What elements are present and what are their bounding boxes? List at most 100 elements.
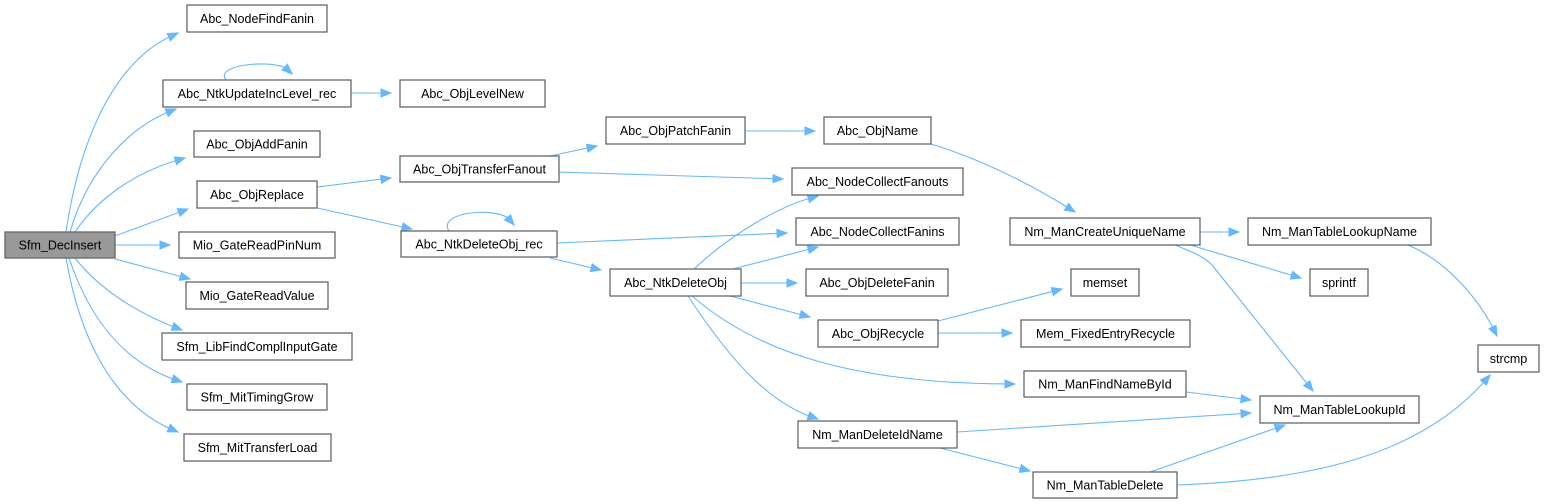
node-abc-ntkdeleteobj[interactable]: Abc_NtkDeleteObj <box>609 268 742 297</box>
node-label: Abc_NtkUpdateIncLevel_rec <box>178 87 336 101</box>
arrowhead-icon <box>1289 270 1303 280</box>
edge-abc-objtransferfanout-to-abc-nodecollectfanouts <box>558 171 785 184</box>
node-mio-gatereadvalue[interactable]: Mio_GateReadValue <box>185 281 329 310</box>
node-label: Abc_ObjPatchFanin <box>620 124 731 138</box>
node-nm-mantablelookupname[interactable]: Nm_ManTableLookupName <box>1247 217 1432 246</box>
node-abc-nodecollectfanins[interactable]: Abc_NodeCollectFanins <box>795 217 960 246</box>
edge-abc-ntkdeleteobj-rec-to-abc-ntkdeleteobj <box>549 257 603 273</box>
node-sprintf[interactable]: sprintf <box>1309 268 1369 297</box>
arrowhead-icon <box>1050 287 1064 297</box>
arrowhead-icon <box>1018 463 1032 473</box>
arrowhead-icon <box>173 156 187 166</box>
edge-line <box>939 447 1031 472</box>
edge-line <box>316 177 392 188</box>
edge-abc-objrecycle-to-memset <box>937 287 1064 322</box>
node-label: Abc_NodeCollectFanins <box>810 225 944 239</box>
arrowhead-icon <box>804 126 817 136</box>
node-abc-objname[interactable]: Abc_ObjName <box>823 116 932 145</box>
node-label: Abc_ObjDeleteFanin <box>819 276 934 290</box>
node-memset[interactable]: memset <box>1070 268 1140 297</box>
edge-abc-objreplace-to-abc-objtransferfanout <box>316 174 393 188</box>
node-sfm-libfindcomplinputgate[interactable]: Sfm_LibFindComplInputGate <box>161 332 353 361</box>
edge-abc-objrecycle-to-mem-fixedentryrecycle <box>938 328 1014 338</box>
node-abc-objaddfanin[interactable]: Abc_ObjAddFanin <box>193 130 321 158</box>
edge-nm-mancreateuniquename-to-nm-mantablelookupid <box>1174 244 1314 393</box>
node-label: Abc_ObjReplace <box>210 188 304 202</box>
arrowhead-icon <box>164 108 178 118</box>
node-label: Sfm_LibFindComplInputGate <box>176 340 337 354</box>
edge-line <box>74 157 186 233</box>
node-abc-objdeletefanin[interactable]: Abc_ObjDeleteFanin <box>805 268 949 297</box>
edge-line <box>1149 424 1286 473</box>
arrowhead-icon <box>380 88 393 98</box>
node-label: Nm_ManDeleteIdName <box>812 428 943 442</box>
node-abc-objlevelnew[interactable]: Abc_ObjLevelNew <box>399 79 546 108</box>
edge-abc-ntkdeleteobj-to-abc-objdeletefanin <box>741 278 799 288</box>
edge-abc-objtransferfanout-to-abc-objpatchfanin <box>549 143 599 157</box>
node-nm-manfindnamebyid[interactable]: Nm_ManFindNameById <box>1023 370 1187 398</box>
arrowhead-icon <box>772 173 785 184</box>
edge-abc-ntkdeleteobj-to-nm-manfindnamebyid <box>691 295 1017 389</box>
arrowhead-icon <box>1228 227 1241 237</box>
node-label: Nm_ManFindNameById <box>1038 378 1171 392</box>
node-strcmp[interactable]: strcmp <box>1477 344 1540 373</box>
edge-sfm-decinsert-to-sfm-mittransferload <box>65 257 180 433</box>
arrowhead-icon <box>776 228 789 239</box>
edge-abc-ntkupdateinclevel-rec-to-abc-ntkupdateinclevel-rec <box>223 63 293 81</box>
edge-line <box>691 295 1016 385</box>
node-mem-fixedentryrecycle[interactable]: Mem_FixedEntryRecycle <box>1020 319 1191 348</box>
node-nm-mandeleteidname[interactable]: Nm_ManDeleteIdName <box>797 420 958 449</box>
edge-line <box>68 257 183 383</box>
node-abc-objrecycle[interactable]: Abc_ObjRecycle <box>817 319 939 348</box>
edge-nm-mantabledelete-to-strcmp <box>1176 373 1491 486</box>
edge-abc-ntkdeleteobj-to-nm-mandeleteidname <box>687 295 820 421</box>
edge-line <box>65 32 179 233</box>
node-label: Mem_FixedEntryRecycle <box>1036 327 1175 341</box>
node-abc-objreplace[interactable]: Abc_ObjReplace <box>196 180 318 209</box>
node-label: sprintf <box>1322 276 1357 290</box>
node-mio-gatereadpinnum[interactable]: Mio_GateReadPinNum <box>178 231 336 259</box>
node-label: Abc_NodeCollectFanouts <box>807 175 949 189</box>
node-label: Abc_ObjAddFanin <box>206 138 308 152</box>
node-abc-objpatchfanin[interactable]: Abc_ObjPatchFanin <box>605 116 746 145</box>
node-label: Abc_ObjRecycle <box>832 327 924 341</box>
node-nm-mantabledelete[interactable]: Nm_ManTableDelete <box>1032 471 1178 499</box>
edge-line <box>1176 374 1491 486</box>
arrowhead-icon <box>806 411 820 421</box>
node-abc-objtransferfanout[interactable]: Abc_ObjTransferFanout <box>399 155 560 183</box>
edge-line <box>687 295 819 420</box>
arrowhead-icon <box>178 271 192 281</box>
node-abc-nodefindfanin[interactable]: Abc_NodeFindFanin <box>186 4 328 33</box>
arrowhead-icon <box>1479 373 1491 387</box>
node-sfm-decinsert[interactable]: Sfm_DecInsert <box>4 231 116 259</box>
node-label: Nm_ManTableLookupId <box>1273 403 1405 417</box>
node-label: Mio_GateReadPinNum <box>193 239 322 253</box>
node-abc-ntkupdateinclevel-rec[interactable]: Abc_NtkUpdateIncLevel_rec <box>162 79 352 108</box>
node-label: Sfm_DecInsert <box>19 239 102 253</box>
node-nm-mantablelookupid[interactable]: Nm_ManTableLookupId <box>1259 395 1420 424</box>
node-label: Mio_GateReadValue <box>199 289 314 303</box>
node-nm-mancreateuniquename[interactable]: Nm_ManCreateUniqueName <box>1009 217 1201 246</box>
edge-line <box>65 257 179 433</box>
node-label: Abc_NtkDeleteObj <box>624 276 727 290</box>
edge-line <box>732 246 819 270</box>
node-sfm-mittiminggrow[interactable]: Sfm_MitTimingGrow <box>186 383 328 411</box>
arrowhead-icon <box>798 309 812 319</box>
edge-nm-mantabledelete-to-nm-mantablelookupid <box>1149 423 1287 473</box>
node-sfm-mittransferload[interactable]: Sfm_MitTransferLoad <box>183 433 332 462</box>
arrowhead-icon <box>400 222 414 232</box>
edge-abc-ntkdeleteobj-rec-to-abc-ntkdeleteobj-rec <box>446 211 515 232</box>
edge-abc-ntkupdateinclevel-rec-to-abc-objlevelnew <box>351 88 393 98</box>
edge-line <box>1185 391 1252 401</box>
node-label: strcmp <box>1490 352 1528 366</box>
edge-line <box>114 208 189 237</box>
edge-sfm-decinsert-to-abc-objreplace <box>114 208 190 237</box>
edge-abc-objname-to-nm-mancreateuniquename <box>930 143 1077 213</box>
edge-sfm-decinsert-to-abc-ntkupdateinclevel-rec <box>69 108 178 233</box>
edge-line <box>556 232 788 244</box>
node-label: Sfm_MitTransferLoad <box>198 441 318 455</box>
node-abc-nodecollectfanouts[interactable]: Abc_NodeCollectFanouts <box>791 167 964 196</box>
node-abc-ntkdeleteobj-rec[interactable]: Abc_NtkDeleteObj_rec <box>400 230 558 258</box>
edge-sfm-decinsert-to-mio-gatereadvalue <box>114 258 192 281</box>
edge-nm-mancreateuniquename-to-nm-mantablelookupname <box>1200 227 1241 237</box>
